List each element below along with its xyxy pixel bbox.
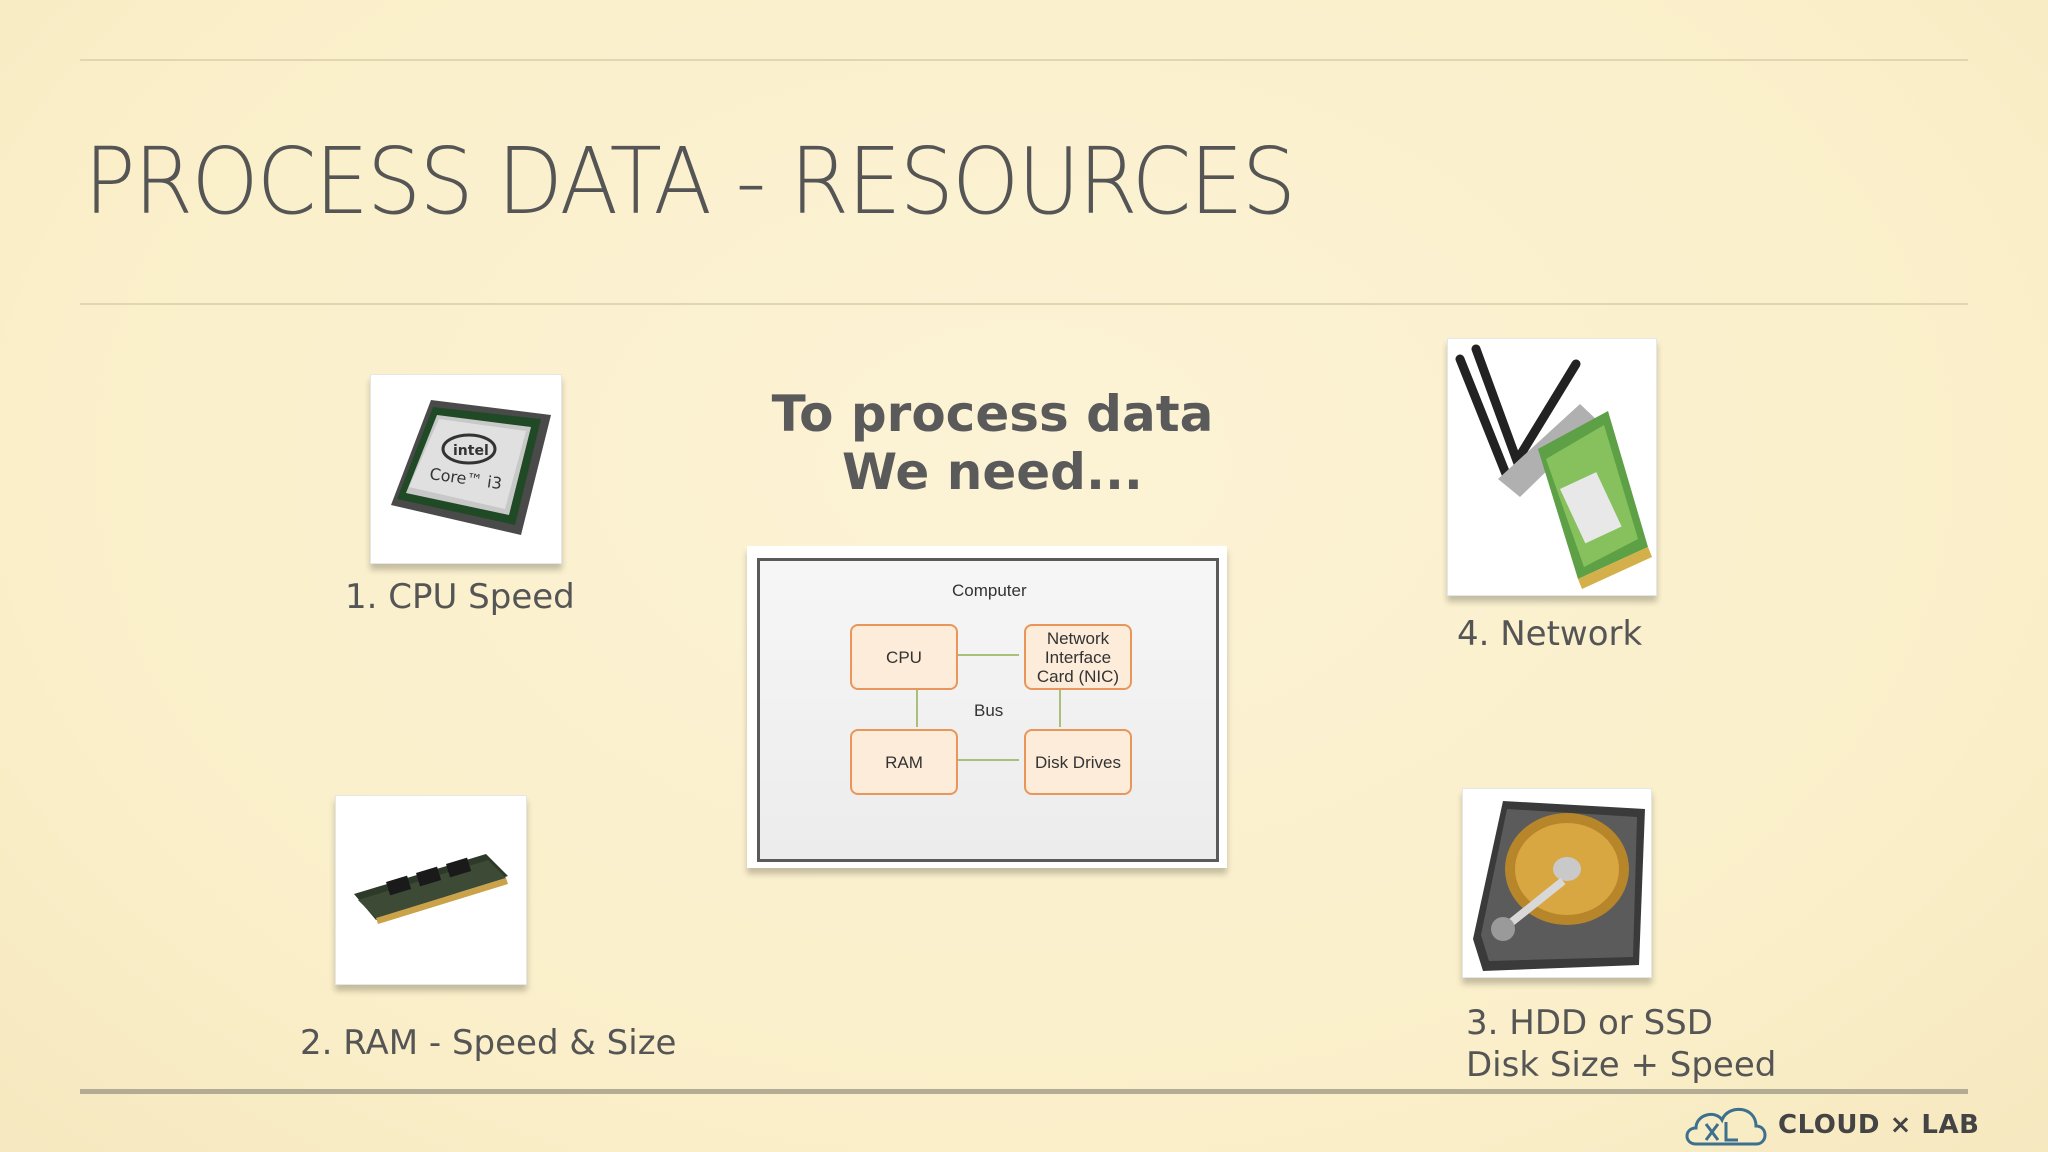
network-card-image <box>1447 338 1657 596</box>
computer-diagram: Computer CPU Network Interface Card (NIC… <box>747 546 1227 868</box>
diagram-ram-box: RAM <box>850 729 958 795</box>
headline-line-1: To process data <box>771 385 1214 443</box>
slide-title: PROCESS DATA - RESOURCES <box>84 128 1296 235</box>
hdd-caption: 3. HDD or SSD Disk Size + Speed <box>1466 1002 1776 1086</box>
cloud-icon <box>1685 1107 1767 1146</box>
cpu-image: intel Core™ i3 <box>370 374 562 564</box>
diagram-nic-line-2: Interface <box>1044 647 1112 667</box>
diagram-disk-box: Disk Drives <box>1024 729 1132 795</box>
top-divider <box>80 59 1968 61</box>
title-divider <box>80 303 1968 305</box>
ram-image <box>335 795 527 985</box>
hdd-caption-line-1: 3. HDD or SSD <box>1466 1003 1713 1043</box>
cpu-caption: 1. CPU Speed <box>345 577 575 617</box>
headline-line-2: We need... <box>842 443 1143 501</box>
footer-divider <box>80 1089 1968 1094</box>
headline: To process data We need... <box>740 385 1245 501</box>
hdd-image <box>1462 788 1652 978</box>
diagram-cpu-label: CPU <box>886 647 922 667</box>
ram-caption: 2. RAM - Speed & Size <box>300 1023 677 1063</box>
cloudxlab-logo: CLOUD × LAB <box>1682 1100 1979 1150</box>
bus-connectors <box>916 654 1061 761</box>
diagram-bus-label: Bus <box>974 701 1004 720</box>
diagram-ram-label: RAM <box>885 752 923 772</box>
network-caption: 4. Network <box>1457 614 1643 654</box>
diagram-title: Computer <box>952 581 1027 600</box>
computer-diagram-frame: Computer CPU Network Interface Card (NIC… <box>757 558 1219 862</box>
diagram-disk-label: Disk Drives <box>1035 752 1121 772</box>
diagram-nic-line-1: Network <box>1046 628 1110 648</box>
hdd-caption-line-2: Disk Size + Speed <box>1466 1045 1777 1085</box>
diagram-cpu-box: CPU <box>850 624 958 690</box>
diagram-nic-line-3: Card (NIC) <box>1036 666 1120 686</box>
diagram-nic-box: Network Interface Card (NIC) <box>1024 624 1132 690</box>
svg-text:intel: intel <box>453 443 489 459</box>
logo-text: CLOUD × LAB <box>1778 1110 1980 1140</box>
